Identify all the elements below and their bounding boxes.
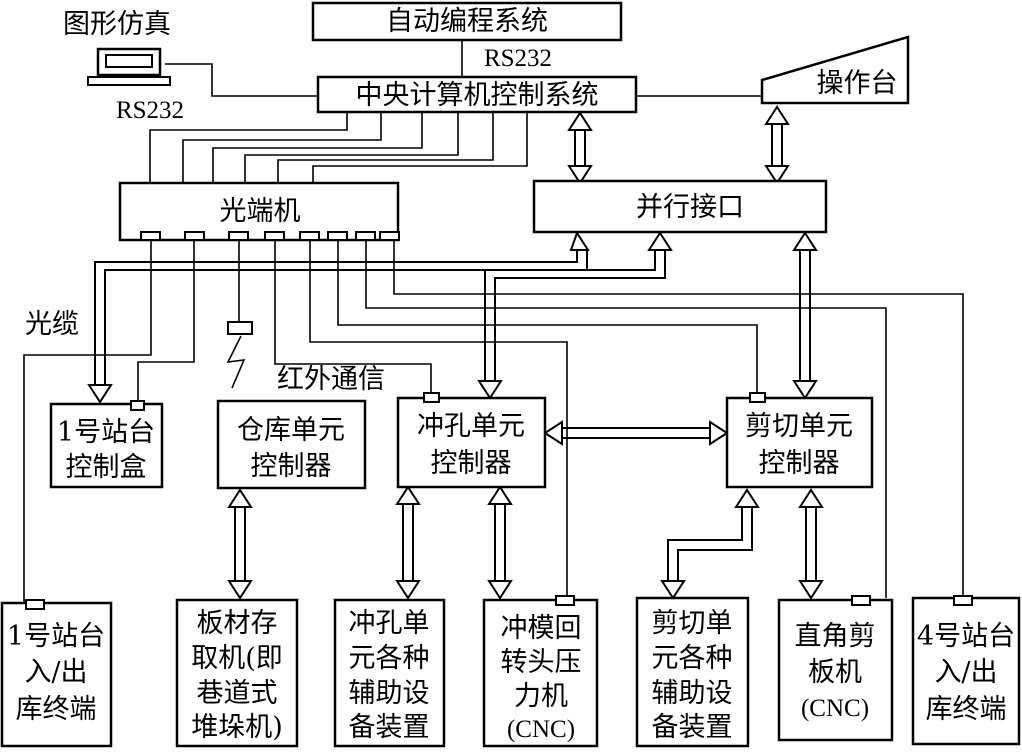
punch-aux-line3: 辅助设	[349, 678, 430, 709]
shear-aux-line4: 备装置	[652, 712, 733, 743]
shearing-controller-box: 剪切单元 控制器	[725, 392, 874, 489]
punching-controller-box: 冲孔单元 控制器	[396, 392, 547, 489]
optical-terminal-ports	[140, 231, 400, 241]
station4-term-line2: 入/出	[934, 657, 997, 688]
rs232-left-label: RS232	[116, 97, 184, 124]
station4-term-line1: 4号站台	[917, 621, 1015, 652]
computer-icon	[87, 47, 171, 86]
warehouse-controller-box: 仓库单元 控制器	[216, 399, 367, 490]
central-control-label: 中央计算机控制系统	[356, 80, 599, 111]
punch-aux-line2: 元各种	[349, 643, 430, 674]
shear-aux-line2: 元各种	[652, 643, 733, 674]
warehouse-line1: 仓库单元	[237, 415, 345, 446]
auto-programming-box: 自动编程系统	[311, 1, 623, 42]
punching-shearing-arrow	[543, 420, 729, 446]
punching-turret-arrow	[487, 485, 513, 600]
turret-line4: (CNC)	[507, 716, 575, 743]
shear-aux-line3: 辅助设	[652, 678, 733, 709]
right-angle-shear-box: 直角剪 板机 (CNC)	[777, 595, 894, 742]
rightangle-line1: 直角剪	[795, 621, 876, 652]
operator-console-label: 操作台	[817, 68, 898, 99]
warehouse-stacker-arrow	[227, 488, 253, 600]
optical-terminal-box: 光端机	[118, 181, 400, 242]
punching-aux-arrow	[395, 485, 421, 600]
station1-control-box: 1号站台 控制盒	[49, 400, 164, 489]
rs232-top-label: RS232	[484, 45, 552, 72]
station1-box-line1: 1号站台	[57, 417, 155, 448]
parallel-interface-box: 并行接口	[532, 179, 828, 234]
sheet-stacker-box: 板材存 取机(即 巷道式 堆垛机)	[175, 598, 299, 748]
turret-line3: 力机	[514, 681, 568, 712]
shearing-line1: 剪切单元	[745, 411, 853, 442]
punch-aux-box: 冲孔单 元各种 辅助设 备装置	[333, 598, 446, 748]
rightangle-line2: 板机	[808, 657, 862, 688]
central-control-box: 中央计算机控制系统	[316, 75, 638, 114]
punch-aux-line4: 备装置	[349, 712, 430, 743]
operator-console-box: 操作台	[760, 35, 910, 105]
punch-aux-line1: 冲孔单	[349, 608, 430, 639]
shear-aux-line1: 剪切单	[652, 608, 733, 639]
station1-terminal-box: 1号站台 入/出 库终端	[0, 599, 113, 748]
parallel-punching-arrow	[477, 231, 673, 400]
optical-terminal-label: 光端机	[220, 196, 301, 227]
station1-term-line2: 入/出	[24, 657, 87, 688]
shearing-line2: 控制器	[759, 448, 840, 479]
shear-aux-box: 剪切单 元各种 辅助设 备装置	[635, 596, 750, 748]
central-parallel-arrow	[567, 111, 593, 185]
console-parallel-arrow	[764, 105, 790, 185]
infrared-comm-label: 红外通信	[277, 364, 385, 395]
rightangle-line3: (CNC)	[801, 695, 869, 722]
stacker-line1: 板材存	[197, 608, 278, 639]
station4-term-line3: 库终端	[926, 694, 1007, 725]
shearing-aux-arrow	[660, 488, 760, 600]
shearing-rightangle-arrow	[798, 488, 824, 600]
station4-terminal-box: 4号站台 入/出 库终端	[911, 595, 1021, 746]
stacker-line4: 堆垛机)	[191, 712, 283, 743]
turret-line2: 转头压	[501, 647, 582, 678]
warehouse-line2: 控制器	[251, 451, 332, 482]
optical-cable-label: 光缆	[25, 309, 79, 340]
stacker-line2: 取机(即	[191, 643, 283, 674]
station1-term-line3: 库终端	[16, 694, 97, 725]
parallel-station1-arrow	[87, 230, 590, 404]
parallel-arrows	[87, 105, 824, 600]
punching-line2: 控制器	[431, 448, 512, 479]
infrared-antenna-icon	[227, 321, 253, 335]
stacker-line3: 巷道式	[197, 678, 278, 709]
auto-programming-label: 自动编程系统	[386, 6, 548, 37]
parallel-interface-label: 并行接口	[636, 192, 744, 223]
parallel-shearing-arrow	[792, 231, 818, 400]
station1-box-line2: 控制盒	[66, 452, 147, 483]
turret-line1: 冲模回	[501, 613, 582, 644]
graphic-sim-label: 图形仿真	[63, 9, 171, 40]
station1-term-line1: 1号站台	[7, 621, 105, 652]
signal-wires	[23, 40, 964, 603]
punching-line1: 冲孔单元	[417, 411, 525, 442]
turret-press-box: 冲模回 转头压 力机 (CNC)	[482, 595, 599, 748]
